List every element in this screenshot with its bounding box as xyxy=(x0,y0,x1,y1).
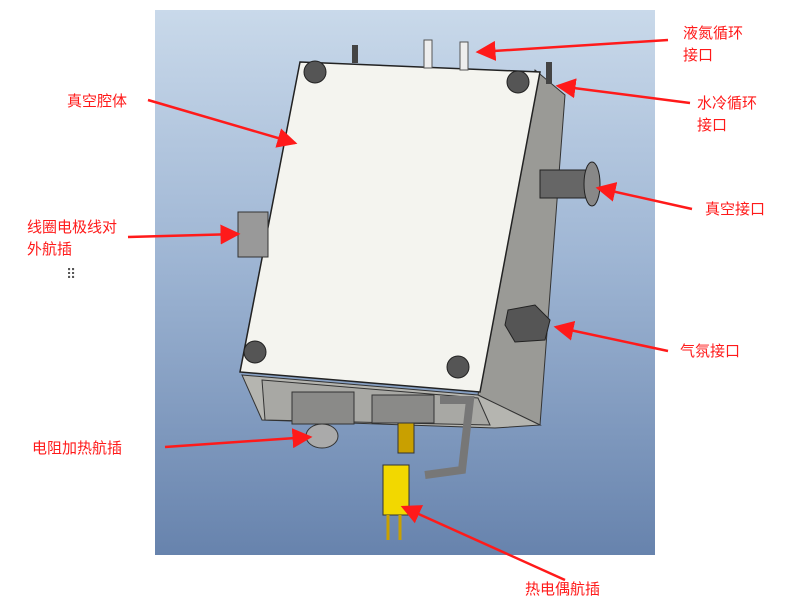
screw xyxy=(446,355,470,379)
ln2-port-tube xyxy=(459,41,469,71)
label-chamber: 真空腔体 xyxy=(67,92,128,110)
label-line: 接口 xyxy=(697,116,728,134)
label-thermocouple: 热电偶航插 xyxy=(525,580,601,598)
label-heater: 电阻加热航插 xyxy=(32,439,123,457)
label-line: 液氮循环 xyxy=(683,24,744,42)
heater-connector xyxy=(291,391,355,425)
annotation-arrows xyxy=(127,38,693,582)
label-line: 线圈电极线对 xyxy=(27,218,118,236)
screw xyxy=(506,70,530,94)
label-ln2-port: 液氮循环 接口 xyxy=(683,22,743,66)
label-line: 接口 xyxy=(683,46,714,64)
ln2-port-tube xyxy=(423,39,433,69)
label-vacuum-port: 真空接口 xyxy=(705,200,766,218)
label-gas-port: 气氛接口 xyxy=(680,342,741,360)
vacuum-port xyxy=(539,169,591,199)
coil-connector xyxy=(237,211,269,258)
label-water-port: 水冷循环 接口 xyxy=(697,92,757,136)
label-line: 水冷循环 xyxy=(697,94,758,112)
label-coil-connector: 线圈电极线对 外航插 xyxy=(27,216,117,260)
label-line: 外航插 xyxy=(27,240,73,258)
water-port-tube xyxy=(546,62,552,84)
screw xyxy=(303,60,327,84)
gas-port-nut xyxy=(504,304,551,343)
screw xyxy=(243,340,267,364)
drag-handle-icon[interactable]: ⠿ xyxy=(66,267,76,283)
